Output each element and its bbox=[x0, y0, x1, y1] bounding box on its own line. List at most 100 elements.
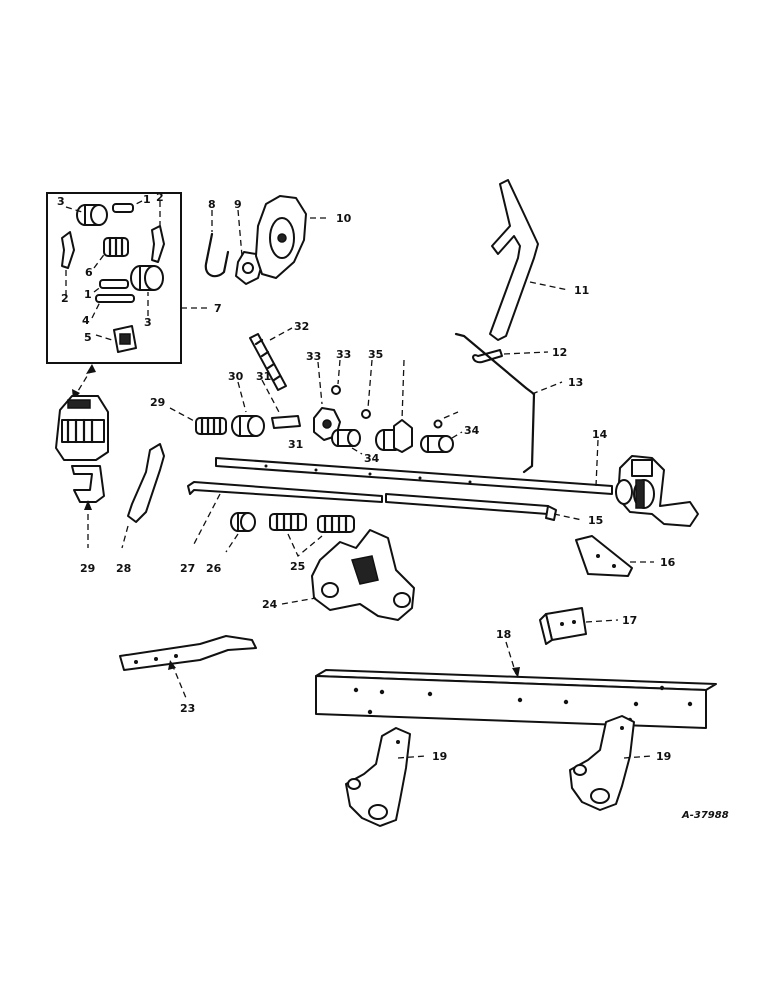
part-bracket-26 bbox=[71, 465, 105, 503]
callout-3b: 3 bbox=[144, 316, 152, 329]
leader-23 bbox=[225, 533, 239, 553]
callout-21: 24 bbox=[262, 598, 278, 611]
leader-3a bbox=[65, 206, 83, 213]
part-plate-16 bbox=[575, 535, 633, 577]
part-pin-lower bbox=[99, 279, 129, 289]
part-link-right bbox=[151, 225, 165, 263]
callout-19a: 19 bbox=[432, 750, 447, 763]
callout-26: 29 bbox=[80, 562, 95, 575]
callout-7: 7 bbox=[214, 302, 222, 315]
callout-16: 16 bbox=[660, 556, 676, 569]
callout-9: 9 bbox=[234, 198, 242, 211]
leader-5 bbox=[95, 334, 113, 341]
part-roller-top bbox=[76, 204, 108, 226]
part-rod-13 bbox=[454, 332, 536, 474]
callout-29b: 31 bbox=[288, 438, 303, 451]
leader-15 bbox=[553, 513, 583, 521]
callout-18: 18 bbox=[496, 628, 511, 641]
callout-28: 30 bbox=[228, 370, 244, 383]
callout-2a: 2 bbox=[61, 292, 69, 305]
leader-11 bbox=[529, 281, 569, 291]
leader-28 bbox=[237, 381, 247, 413]
part-pin-top bbox=[112, 203, 134, 213]
leader-21 bbox=[281, 597, 317, 605]
callout-1b: 1 bbox=[84, 288, 92, 301]
leader-19a bbox=[397, 755, 427, 759]
part-spring-27 bbox=[195, 416, 227, 436]
callout-19b: 19 bbox=[656, 750, 671, 763]
part-bracket-21 bbox=[311, 529, 415, 621]
leader-33a bbox=[351, 447, 363, 455]
part-sprocket-10 bbox=[255, 195, 307, 279]
callout-25: 28 bbox=[116, 562, 131, 575]
callout-2b: 2 bbox=[156, 191, 164, 204]
part-bracket-11 bbox=[489, 179, 539, 341]
part-collar-28 bbox=[231, 415, 265, 437]
callout-8: 8 bbox=[208, 198, 216, 211]
part-drive-assembly bbox=[55, 395, 109, 461]
callout-15: 15 bbox=[588, 514, 603, 527]
part-pin-long bbox=[95, 294, 135, 303]
part-rod-15 bbox=[385, 493, 557, 521]
callout-4: 4 bbox=[82, 314, 90, 327]
leader-1a bbox=[131, 200, 143, 207]
callout-23: 26 bbox=[206, 562, 222, 575]
leader-25 bbox=[121, 525, 129, 549]
leader-29a bbox=[261, 379, 281, 415]
leader-22 bbox=[287, 533, 323, 558]
part-rod-24 bbox=[187, 481, 383, 503]
inset-box bbox=[46, 192, 182, 364]
callout-29a: 31 bbox=[256, 370, 271, 383]
drawing-reference: A-37988 bbox=[681, 810, 729, 821]
callout-32: 33 bbox=[336, 348, 351, 361]
part-hook-8 bbox=[204, 232, 230, 278]
part-bracket-19a bbox=[345, 727, 411, 827]
part-shaft-assembly bbox=[615, 455, 699, 527]
leader-1b bbox=[93, 285, 103, 293]
callout-24: 27 bbox=[180, 562, 195, 575]
callout-3a: 3 bbox=[57, 195, 65, 208]
callout-1a: 1 bbox=[143, 193, 151, 206]
callout-14: 14 bbox=[592, 428, 608, 441]
leader-4 bbox=[91, 301, 101, 319]
part-sprocket-9 bbox=[235, 251, 263, 285]
part-collar-23 bbox=[230, 512, 256, 532]
part-shaft-14 bbox=[215, 457, 613, 495]
part-screw-32 bbox=[331, 385, 341, 395]
leader-24 bbox=[193, 493, 221, 545]
leader-34b bbox=[443, 411, 459, 419]
leader-9 bbox=[237, 209, 243, 257]
part-screw-34b bbox=[433, 419, 443, 429]
callout-20: 23 bbox=[180, 702, 195, 715]
callout-12: 12 bbox=[552, 346, 567, 359]
callout-33b: 34 bbox=[464, 424, 480, 437]
part-spring-22a bbox=[269, 512, 307, 532]
leader-33b bbox=[451, 431, 463, 439]
part-chain-30 bbox=[249, 333, 287, 391]
leader-34a bbox=[367, 359, 373, 409]
part-collar-33a bbox=[331, 429, 361, 447]
callout-34a: 35 bbox=[368, 348, 383, 361]
part-link-left bbox=[61, 231, 75, 269]
part-spring-22b bbox=[317, 514, 355, 534]
part-roller-lower bbox=[130, 265, 164, 291]
leader-32 bbox=[337, 359, 341, 385]
callout-13: 13 bbox=[568, 376, 583, 389]
leader-30 bbox=[269, 327, 293, 341]
part-collar-33b bbox=[420, 435, 454, 453]
part-arm-20 bbox=[119, 635, 257, 671]
part-arm-25 bbox=[127, 443, 165, 523]
leader-14 bbox=[595, 439, 599, 487]
leader-31 bbox=[317, 361, 323, 405]
leader-27 bbox=[169, 407, 197, 423]
callout-6: 6 bbox=[85, 266, 93, 279]
leader-13 bbox=[531, 381, 563, 395]
part-bracket-19b bbox=[569, 715, 635, 811]
callout-30: 32 bbox=[294, 320, 309, 333]
callout-27: 29 bbox=[150, 396, 165, 409]
part-screw-34a bbox=[361, 409, 371, 419]
part-bar-18 bbox=[315, 669, 717, 729]
callout-11: 11 bbox=[574, 284, 589, 297]
callout-22: 25 bbox=[290, 560, 305, 573]
